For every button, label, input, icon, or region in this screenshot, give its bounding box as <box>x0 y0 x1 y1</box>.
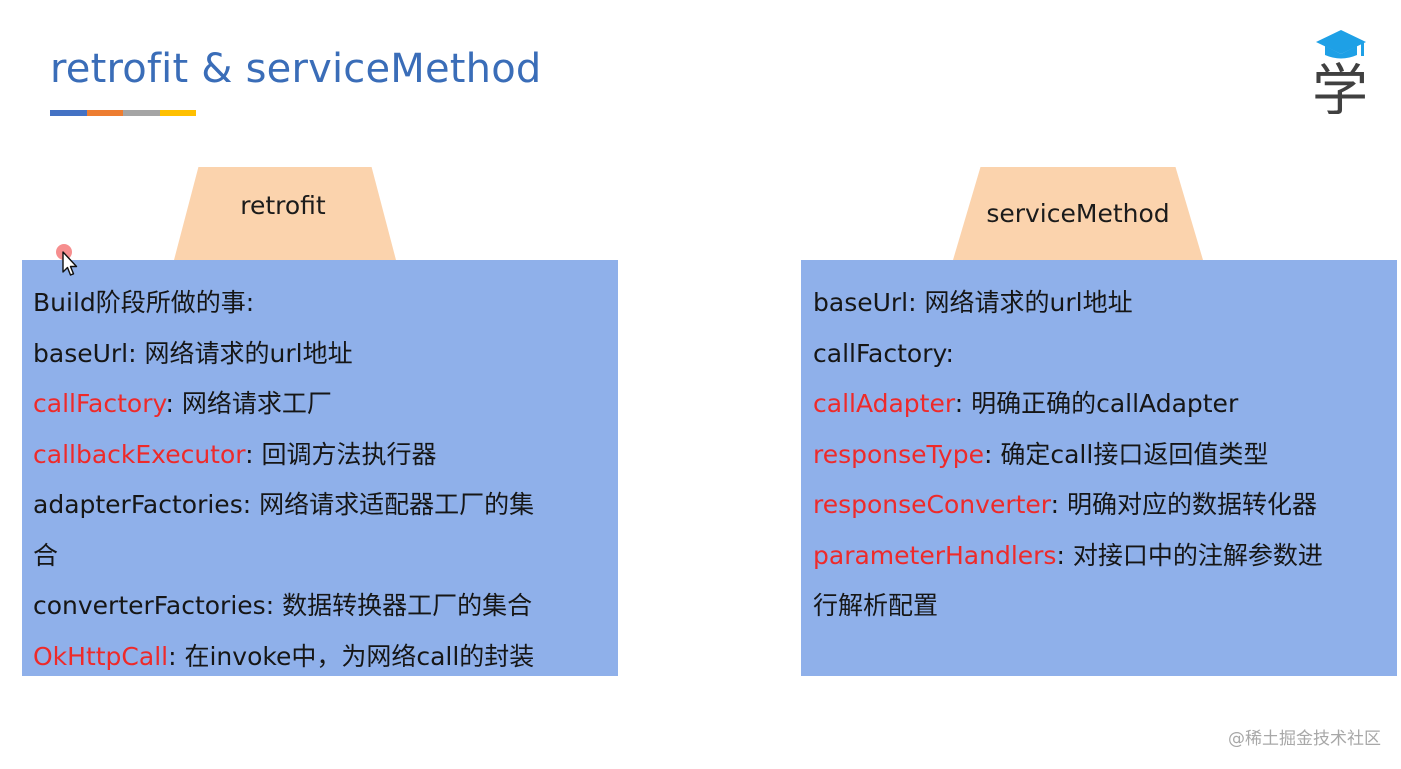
line-text: 明确对应的数据转化器 <box>1067 490 1318 519</box>
right-panel-line: baseUrl: 网络请求的url地址 <box>813 278 1397 329</box>
line-key: responseConverter <box>813 490 1051 519</box>
line-separator: : <box>954 389 972 418</box>
line-text: 行解析配置 <box>813 591 939 620</box>
line-separator: : <box>908 288 925 317</box>
line-separator: : <box>245 288 255 317</box>
line-text: 网络请求适配器工厂的集 <box>259 490 535 519</box>
line-key: baseUrl <box>813 288 909 317</box>
line-separator: : <box>242 490 260 519</box>
left-panel-line: baseUrl: 网络请求的url地址 <box>33 329 618 380</box>
right-panel-line: responseConverter: 明确对应的数据转化器 <box>813 480 1397 531</box>
line-text: 明确正确的callAdapter <box>971 389 1239 418</box>
line-key: callFactory <box>33 389 166 418</box>
line-separator: : <box>245 439 262 469</box>
left-panel-line: converterFactories: 数据转换器工厂的集合 <box>33 581 618 632</box>
right-panel-line: callFactory: <box>813 329 1397 380</box>
line-separator: : <box>983 439 1001 469</box>
tab-servicemethod: serviceMethod <box>953 167 1203 260</box>
tab-retrofit-label: retrofit <box>240 191 326 220</box>
line-separator: : <box>165 389 182 418</box>
left-panel-line: 合 <box>33 531 618 582</box>
right-panel-line: responseType: 确定call接口返回值类型 <box>813 430 1397 481</box>
right-panel-line: parameterHandlers: 对接口中的注解参数进 <box>813 531 1397 582</box>
title-underline <box>50 110 196 116</box>
line-separator: : <box>945 338 954 368</box>
watermark: @稀土掘金技术社区 <box>1228 729 1381 749</box>
line-key: baseUrl <box>33 338 129 368</box>
tab-retrofit: retrofit <box>174 167 396 260</box>
right-panel-line: callAdapter: 明确正确的callAdapter <box>813 379 1397 430</box>
left-panel-line: Build阶段所做的事: <box>33 278 618 329</box>
line-text: 网络请求的url地址 <box>924 288 1133 317</box>
line-key: OkHttpCall <box>33 641 169 671</box>
line-separator: : <box>1056 540 1073 570</box>
graduation-cap-logo-icon: 学 <box>1312 30 1368 114</box>
line-separator: : <box>1050 490 1067 519</box>
line-text: 数据转换器工厂的集合 <box>282 591 533 620</box>
right-panel-line: 行解析配置 <box>813 581 1397 632</box>
left-panel-line: callFactory: 网络请求工厂 <box>33 379 618 430</box>
left-panel-line: OkHttpCall: 在invoke中，为网络call的封装 <box>33 632 618 683</box>
line-separator: : <box>128 338 145 368</box>
line-key: converterFactories <box>33 591 266 620</box>
mouse-pointer-icon <box>56 244 78 276</box>
line-text: 网络请求的url地址 <box>144 338 353 368</box>
line-key: responseType <box>813 439 984 469</box>
underline-segment-blue <box>50 110 87 116</box>
line-key: Build阶段所做的事 <box>33 288 246 317</box>
line-key: parameterHandlers <box>813 540 1057 570</box>
line-key: callbackExecutor <box>33 439 246 469</box>
left-panel-line: adapterFactories: 网络请求适配器工厂的集 <box>33 480 618 531</box>
logo-text: 学 <box>1312 59 1368 114</box>
underline-segment-orange <box>86 110 123 116</box>
line-key: callFactory <box>813 338 946 368</box>
line-text: 网络请求工厂 <box>181 389 332 418</box>
line-key: adapterFactories <box>33 490 243 519</box>
line-separator: : <box>265 591 283 620</box>
line-key: callAdapter <box>813 389 955 418</box>
tab-servicemethod-label: serviceMethod <box>986 199 1170 228</box>
line-text: 在invoke中，为网络call的封装 <box>184 641 535 671</box>
slide-title: retrofit & serviceMethod <box>50 46 542 92</box>
line-separator: : <box>168 641 185 671</box>
line-text: 确定call接口返回值类型 <box>1000 439 1269 469</box>
underline-segment-gray <box>123 110 160 116</box>
line-text: 对接口中的注解参数进 <box>1072 540 1323 570</box>
line-text: 合 <box>33 540 59 570</box>
left-panel-line: callbackExecutor: 回调方法执行器 <box>33 430 618 481</box>
line-text: 回调方法执行器 <box>261 439 437 469</box>
underline-segment-yellow <box>159 110 196 116</box>
